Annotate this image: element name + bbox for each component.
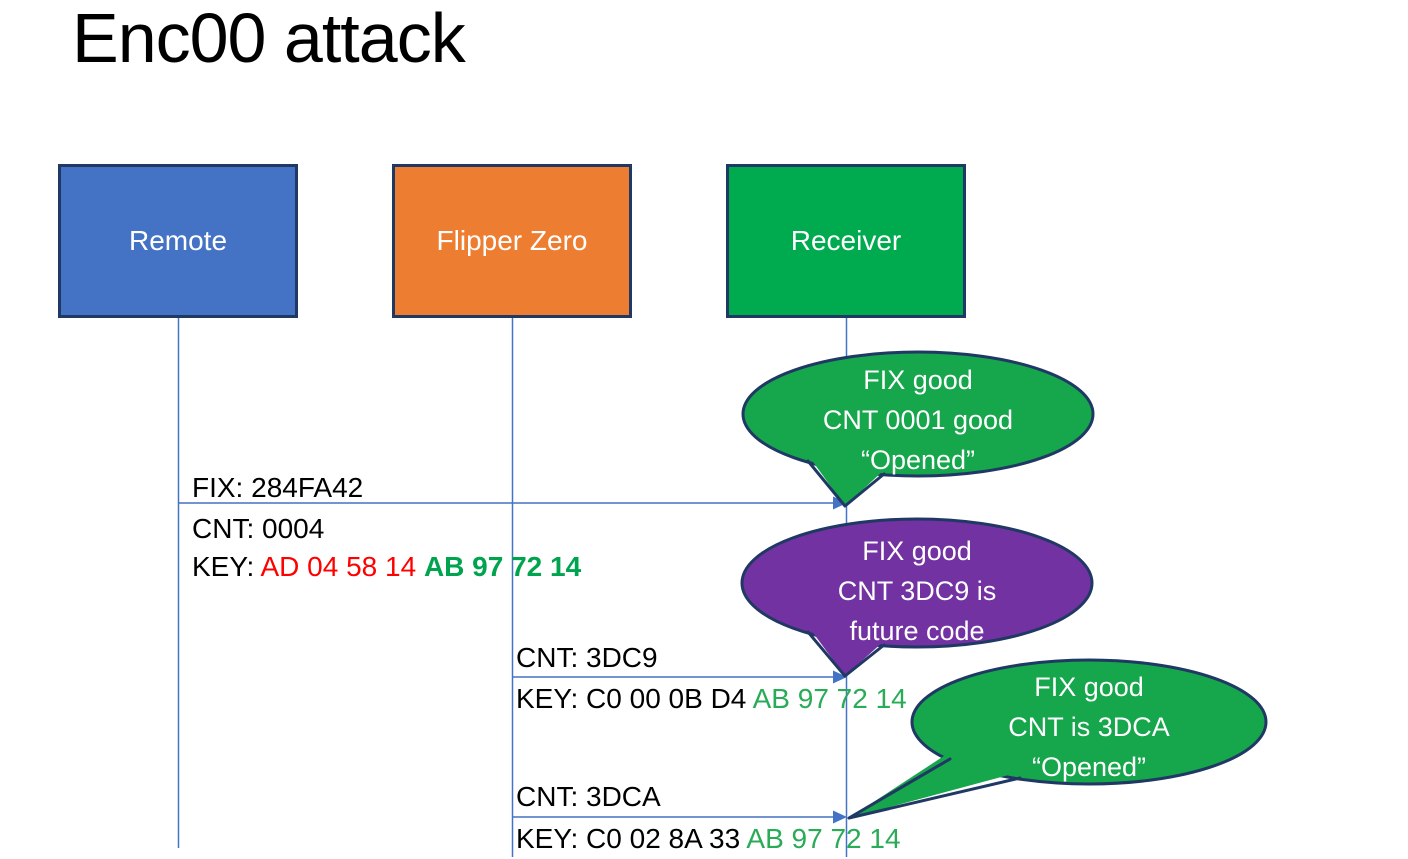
callout-1-line-3: “Opened” [860, 445, 976, 475]
callout-tail-outline-3 [847, 757, 1022, 820]
callout-3-line-2: CNT is 3DCA [1008, 712, 1170, 742]
callout-2-line-1: FIX good [862, 536, 972, 566]
arrow-message-2 [513, 670, 847, 684]
message-2-key-rolling: C0 00 0B D4 [586, 683, 753, 714]
message-1-key-prefix: KEY: [192, 551, 261, 582]
message-3-key: KEY: C0 02 8A 33 AB 97 72 14 [516, 823, 901, 855]
callout-2-text: FIX good CNT 3DC9 is future code [767, 531, 1067, 651]
callout-2-line-2: CNT 3DC9 is [837, 576, 997, 606]
callout-ellipse-1 [741, 350, 1095, 478]
message-1-key: KEY: AD 04 58 14 AB 97 72 14 [192, 551, 581, 583]
arrow-message-3 [513, 810, 847, 824]
actor-box-receiver: Receiver [726, 164, 966, 318]
callout-ellipse-3 [910, 658, 1268, 786]
actor-label-remote: Remote [128, 225, 228, 256]
callout-3-line-3: “Opened” [1031, 752, 1147, 782]
message-1-key-rolling: AD 04 58 14 [260, 551, 424, 582]
actor-box-flipper-zero: Flipper Zero [392, 164, 632, 318]
message-3-key-rolling: C0 02 8A 33 [586, 823, 747, 854]
callout-1-line-1: FIX good [863, 365, 973, 395]
callout-3-line-1: FIX good [1034, 672, 1144, 702]
message-3-cnt: CNT: 3DCA [516, 781, 661, 812]
callout-tail-fill-1 [808, 455, 884, 506]
callout-ellipse-2 [740, 517, 1094, 649]
actor-label-receiver: Receiver [790, 225, 902, 256]
message-2-key: KEY: C0 00 0B D4 AB 97 72 14 [516, 683, 907, 715]
page-title: Enc00 attack [72, 0, 466, 77]
message-2-cnt: CNT: 3DC9 [516, 642, 658, 673]
callout-2-line-3: future code [849, 616, 985, 646]
callout-bubble-2 [740, 517, 1094, 678]
callout-tail-fill-2 [808, 626, 884, 676]
arrowhead-icon-1 [833, 496, 847, 510]
arrow-message-1 [179, 496, 847, 510]
message-1-key-fixed: AB 97 72 14 [423, 551, 582, 582]
actor-box-remote: Remote [58, 164, 298, 318]
message-3-key-prefix: KEY: [516, 823, 587, 854]
callout-bubble-1 [741, 350, 1095, 508]
callout-1-line-2: CNT 0001 good [822, 405, 1014, 435]
callout-tail-fill-3 [849, 752, 1020, 818]
actor-label-flipper-zero: Flipper Zero [436, 225, 588, 256]
message-1-cnt: CNT: 0004 [192, 513, 325, 544]
message-2-key-fixed: AB 97 72 14 [752, 683, 907, 714]
callout-3-text: FIX good CNT is 3DCA “Opened” [939, 667, 1239, 787]
callout-1-text: FIX good CNT 0001 good “Opened” [768, 360, 1068, 480]
message-3-key-fixed: AB 97 72 14 [746, 823, 901, 854]
arrowhead-icon-3 [833, 810, 847, 824]
arrowhead-icon-2 [833, 670, 847, 684]
message-1-fix: FIX: 284FA42 [192, 472, 364, 503]
callout-tail-outline-2 [806, 630, 886, 678]
message-2-key-prefix: KEY: [516, 683, 587, 714]
callout-tail-outline-1 [806, 459, 886, 508]
callout-bubble-3 [847, 658, 1268, 820]
